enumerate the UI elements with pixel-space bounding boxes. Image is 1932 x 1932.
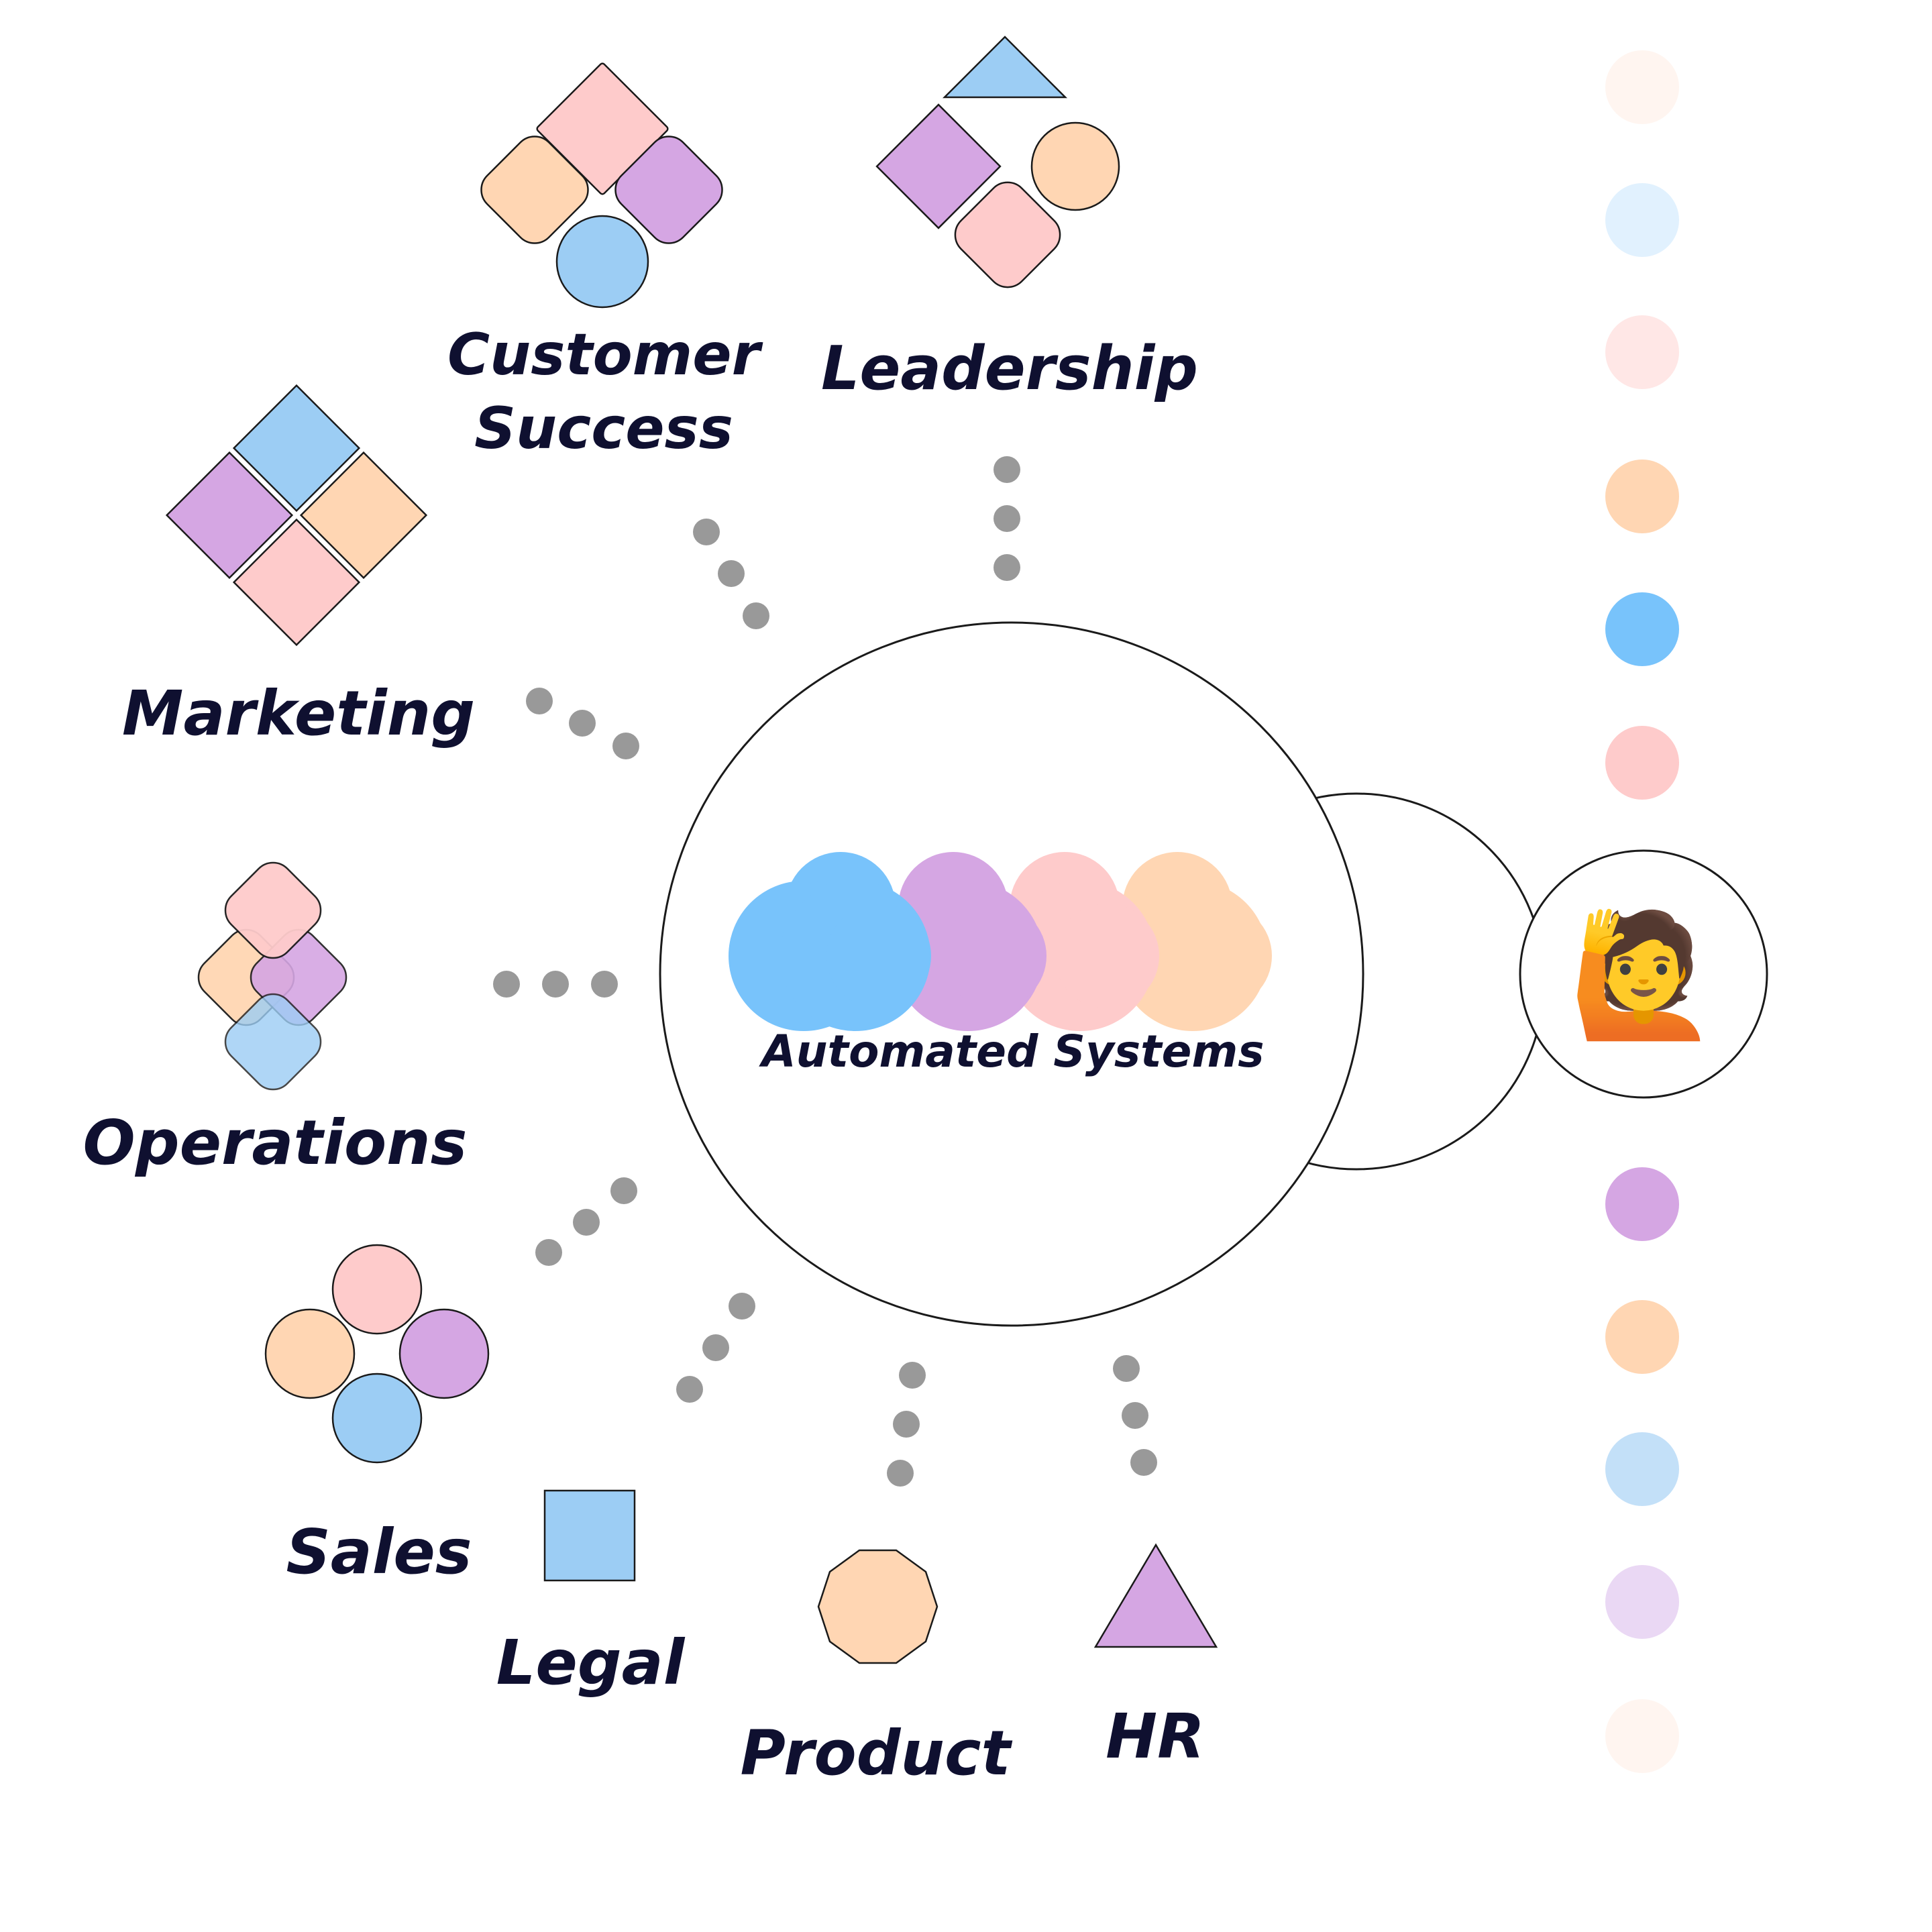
hr-label: HR: [1106, 1701, 1205, 1772]
marketing-icon: [165, 384, 428, 647]
sales-label: Sales: [286, 1516, 472, 1588]
customer-success-label-line2: Success: [474, 395, 733, 462]
connector-legal: [676, 1293, 755, 1403]
product-icon: [817, 1549, 938, 1664]
leadership-icon: [875, 36, 1120, 288]
legal-label: Legal: [496, 1627, 686, 1699]
leadership-label: Leadership: [821, 333, 1198, 404]
person-raising-hand-icon: 🙋: [1568, 905, 1719, 1045]
palette-dot: [1605, 1167, 1679, 1241]
connector-customer-success: [693, 519, 769, 629]
product-label: Product: [740, 1717, 1012, 1789]
hr-icon: [1093, 1543, 1218, 1648]
color-palette: [1605, 50, 1679, 1773]
central-hub-label: Automated Systems: [758, 1026, 1264, 1077]
palette-dot: [1605, 592, 1679, 666]
customer-success-label-line1: Customer: [447, 321, 763, 388]
connector-operations: [493, 971, 618, 998]
connector-leadership: [994, 456, 1020, 581]
connector-product: [887, 1362, 926, 1487]
marketing-label: Marketing: [122, 678, 475, 749]
customer-success-icon: [480, 62, 723, 309]
palette-dot: [1605, 183, 1679, 257]
connector-sales: [535, 1177, 637, 1266]
palette-dot: [1605, 315, 1679, 389]
operations-label: Operations: [83, 1107, 468, 1179]
palette-dot: [1605, 726, 1679, 800]
cloud-peach-icon: [1118, 852, 1272, 1031]
person-bubble: [1519, 849, 1768, 1099]
cloud-blue-icon: [729, 852, 931, 1031]
palette-dot: [1605, 1565, 1679, 1639]
clouds-icon: [729, 852, 1272, 1031]
palette-dot: [1605, 1300, 1679, 1374]
sales-icon: [264, 1244, 490, 1464]
connector-marketing: [526, 688, 639, 759]
legal-icon: [543, 1489, 636, 1582]
operations-icon: [197, 861, 347, 1091]
palette-dot: [1605, 460, 1679, 533]
palette-dot: [1605, 1432, 1679, 1506]
palette-dot: [1605, 1699, 1679, 1773]
connector-hr: [1113, 1355, 1157, 1476]
palette-dot: [1605, 50, 1679, 124]
